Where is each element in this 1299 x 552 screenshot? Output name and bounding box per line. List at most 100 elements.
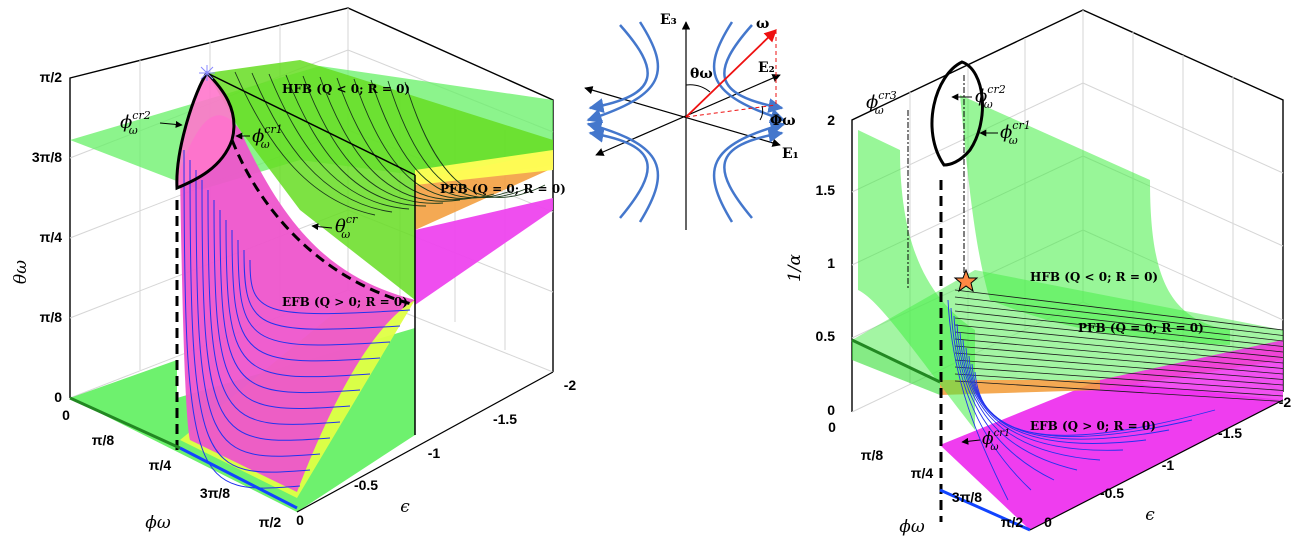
right-star-marker xyxy=(953,268,979,293)
x-tick: π/8 xyxy=(92,432,115,448)
contour-line xyxy=(954,324,1284,358)
contour-line xyxy=(959,331,1101,461)
right-floor-edge xyxy=(1029,399,1284,531)
y-tick: -0.5 xyxy=(354,477,378,493)
left-floor-edge xyxy=(296,371,554,513)
contour-line xyxy=(387,80,529,198)
phi-angle-label: Φω xyxy=(770,113,796,129)
left-efb-surface xyxy=(180,115,415,492)
left-x-ticks: 0 π/8 π/4 3π/8 π/2 xyxy=(62,407,281,530)
left-x-label: ϕω xyxy=(145,513,171,533)
contour-line xyxy=(249,259,411,315)
contour-line xyxy=(954,352,1284,380)
y-tick: -0.5 xyxy=(1100,485,1124,501)
contour-line xyxy=(954,366,1284,391)
contour-line xyxy=(947,299,1009,501)
left-z-label: θω xyxy=(11,260,31,284)
right-efb-pink-band xyxy=(1100,340,1283,400)
y-tick: -1.5 xyxy=(1218,425,1242,441)
contour-line xyxy=(954,373,1284,397)
contour-line xyxy=(201,179,331,441)
contour-line xyxy=(319,76,461,202)
z-tick: 0 xyxy=(54,389,62,405)
y-tick: 0 xyxy=(1044,514,1052,530)
y-tick: -1 xyxy=(1162,457,1175,473)
contour-line xyxy=(974,371,1216,436)
y-tick: -1 xyxy=(428,445,441,461)
x-tick: π/4 xyxy=(149,457,172,473)
left-hfb-surface xyxy=(207,60,553,300)
left-panel: 0 π/8 π/4 3π/8 π/2 θω 0 π/8 π/4 3π/8 π/2… xyxy=(11,7,576,533)
omega-vector xyxy=(685,29,777,118)
contour-line xyxy=(219,209,361,394)
contour-line xyxy=(237,239,391,346)
contour-line xyxy=(195,169,321,457)
y-tick: -1.5 xyxy=(493,411,517,427)
contour-line xyxy=(953,315,1055,481)
contour-line xyxy=(189,159,311,473)
right-contour-lines xyxy=(947,289,1284,501)
contour-line xyxy=(207,189,341,425)
right-y-label: ϵ xyxy=(1145,505,1155,525)
contour-line xyxy=(336,77,478,201)
z-tick: 1.5 xyxy=(816,182,836,198)
theta-angle-label: θω xyxy=(690,66,713,82)
right-cr-loop xyxy=(930,60,984,167)
z-tick: 0.5 xyxy=(816,328,836,344)
omega-label: ω xyxy=(756,16,769,32)
contour-line xyxy=(225,219,371,378)
right-panel: 0 0.5 1 1.5 2 1/α 0 π/8 π/4 3π/8 π/2 ϕω … xyxy=(785,9,1291,537)
e1-label: E₁ xyxy=(782,146,799,162)
e2-label: E₂ xyxy=(758,60,775,76)
pfb-label: PFB (Q = 0; R = 0) xyxy=(440,182,566,196)
contour-line xyxy=(954,331,1284,364)
z-tick: 2 xyxy=(827,112,835,128)
hfb-label: HFB (Q < 0; R = 0) xyxy=(1030,270,1158,284)
contour-line xyxy=(954,359,1284,386)
contour-line xyxy=(954,338,1284,369)
left-y-label: ϵ xyxy=(400,497,410,517)
right-sheet-right xyxy=(960,95,1230,345)
x-tick: 0 xyxy=(62,407,70,423)
inset-flow-lines xyxy=(586,21,786,223)
right-x-ticks: 0 π/8 π/4 3π/8 π/2 xyxy=(828,419,1023,530)
contour-line xyxy=(243,249,401,330)
right-floor-efb xyxy=(940,380,1283,530)
left-top-edge xyxy=(206,72,416,176)
x-tick: 3π/8 xyxy=(200,485,230,501)
efb-label: EFB (Q > 0; R = 0) xyxy=(282,295,408,309)
contour-line xyxy=(404,81,546,198)
left-critical-curves xyxy=(69,65,554,513)
x-tick: π/2 xyxy=(1001,514,1024,530)
right-z-ticks: 0 0.5 1 1.5 2 xyxy=(816,112,836,418)
x-tick: π/8 xyxy=(861,447,884,463)
left-floor-blue-edge xyxy=(179,446,298,510)
right-floor-pfb xyxy=(940,340,1283,395)
contour-line xyxy=(285,74,427,207)
contour-line xyxy=(213,199,351,409)
x-tick: π/2 xyxy=(259,514,282,530)
left-region-labels: HFB (Q < 0; R = 0) PFB (Q = 0; R = 0) EF… xyxy=(282,82,566,309)
contour-line xyxy=(183,149,301,489)
left-yellow-band xyxy=(415,150,553,185)
right-y-ticks: 0 -0.5 -1 -1.5 -2 xyxy=(1044,394,1291,530)
z-tick: 1 xyxy=(827,255,835,271)
contour-line xyxy=(302,75,444,204)
contour-line xyxy=(954,289,1284,331)
x-tick: 3π/8 xyxy=(952,489,982,505)
inset-diagram: E₃ E₂ E₁ ω θω Φω xyxy=(584,12,799,230)
left-y-ticks: 0 -0.5 -1 -1.5 -2 xyxy=(296,377,576,528)
left-cr-loop xyxy=(175,70,236,191)
contour-line xyxy=(353,78,495,199)
right-floor-blue-edge xyxy=(939,488,1031,532)
right-floor-green xyxy=(852,340,940,395)
z-tick: 0 xyxy=(827,402,835,418)
x-tick: 0 xyxy=(828,419,836,435)
